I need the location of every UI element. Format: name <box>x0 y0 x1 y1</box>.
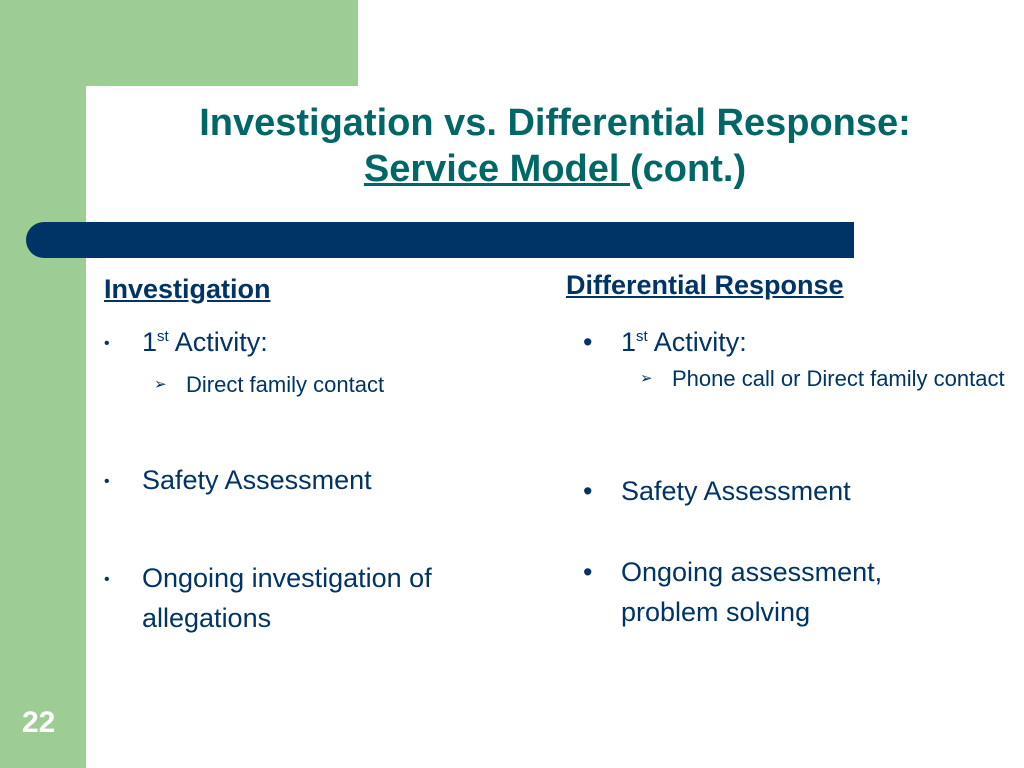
right-sub-bullet-1: ➢ Phone call or Direct family contact <box>640 362 1010 428</box>
bullet-marker: • <box>583 327 593 357</box>
arrow-bullet-icon: ➢ <box>154 376 167 393</box>
bullet-marker: • <box>583 557 593 587</box>
right-bullet-2: • Safety Assessment <box>583 471 1003 511</box>
right-bullet-3: • Ongoing assessment, problem solving <box>583 552 1003 636</box>
investigation-heading: Investigation <box>104 274 271 304</box>
left-sub-bullet-1: ➢ Direct family contact <box>154 368 534 401</box>
bullet-text: 1 <box>142 327 158 357</box>
bullet-text: 1 <box>621 327 637 357</box>
bullet-text: Ongoing investigation of allegations <box>142 563 432 633</box>
bullet-marker: • <box>104 571 110 588</box>
left-bullet-3: • Ongoing investigation of allegations <box>104 558 534 642</box>
title-divider-bar <box>26 222 854 258</box>
sub-bullet-text: Direct family contact <box>186 372 385 397</box>
title-line-2: Service Model (cont.) <box>86 146 1024 192</box>
slide-number: 22 <box>22 706 56 739</box>
bullet-marker: • <box>583 476 593 506</box>
right-bullet-1: • 1st Activity: <box>583 322 1003 362</box>
bullet-text: Ongoing assessment, problem solving <box>621 557 883 627</box>
differential-response-heading: Differential Response <box>566 270 844 300</box>
bullet-text: Safety Assessment <box>621 476 851 506</box>
bullet-marker: • <box>104 335 110 352</box>
bullet-text: Activity: <box>168 327 268 357</box>
title-underlined-part: Service Model <box>363 148 631 190</box>
bullet-text: Safety Assessment <box>142 465 372 495</box>
bullet-text: Activity: <box>647 327 747 357</box>
green-top-band <box>0 0 358 86</box>
title-rest-part: (cont.) <box>630 148 747 190</box>
sub-bullet-text: Phone call or Direct family contact <box>672 366 1005 391</box>
arrow-bullet-icon: ➢ <box>640 370 653 387</box>
title-line-1: Investigation vs. Differential Response: <box>199 102 911 144</box>
left-bullet-1: • 1st Activity: <box>104 322 524 362</box>
slide-title: Investigation vs. Differential Response:… <box>86 100 1024 192</box>
bullet-marker: • <box>104 473 110 490</box>
green-side-band <box>0 0 86 768</box>
left-bullet-2: • Safety Assessment <box>104 460 524 500</box>
superscript: st <box>636 328 648 345</box>
superscript: st <box>157 328 169 345</box>
